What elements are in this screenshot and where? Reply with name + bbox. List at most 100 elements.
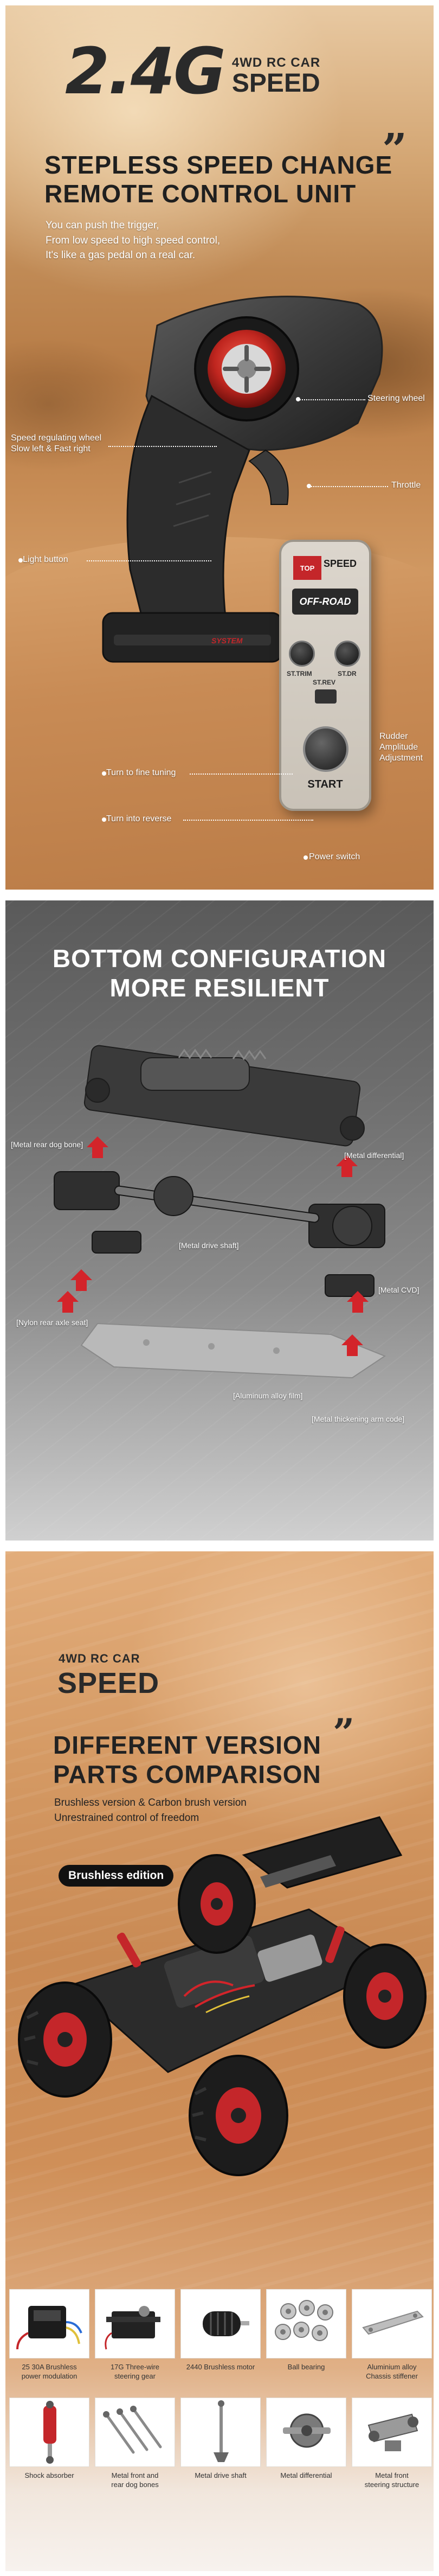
section2-title: BOTTOM CONFIGURATION MORE RESILIENT	[5, 944, 434, 1003]
callout-speed-wheel: Speed regulating wheel Slow left & Fast …	[11, 433, 101, 455]
part-steering-gear: 17G Three-wire steering gear	[93, 2289, 177, 2381]
stiffener-image	[352, 2289, 432, 2358]
part-caption: Metal drive shaft	[179, 2471, 262, 2481]
part-brushless-motor: 2440 Brushless motor	[179, 2289, 262, 2372]
section3-speed-word: SPEED	[57, 1667, 160, 1699]
callout-reverse: Turn into reverse	[106, 814, 172, 823]
callout-line	[190, 774, 293, 775]
callout-dot	[102, 771, 106, 776]
speed-wheel-line-2: Slow left & Fast right	[11, 444, 91, 453]
rudder-line-1: Rudder	[379, 732, 408, 741]
callout-rudder: Rudder Amplitude Adjustment	[379, 731, 423, 764]
servo-image	[95, 2289, 175, 2358]
start-power-button	[303, 726, 348, 772]
quote-mark-icon: ”	[333, 1710, 355, 1755]
dog-bones-image	[95, 2398, 175, 2467]
reverse-switch	[315, 689, 337, 704]
part-ball-bearing: Ball bearing	[264, 2289, 348, 2372]
section3-headline: DIFFERENT VERSION PARTS COMPARISON	[53, 1730, 321, 1789]
label-nylon-rear-axle-seat: [Nylon rear axle seat]	[16, 1318, 88, 1327]
label-metal-drive-shaft: [Metal drive shaft]	[179, 1241, 239, 1250]
section1-headline: STEPLESS SPEED CHANGE REMOTE CONTROL UNI…	[44, 151, 392, 208]
caption-line-1: 2440 Brushless motor	[186, 2363, 255, 2371]
part-steering-structure: Metal front steering structure	[350, 2398, 434, 2490]
part-caption: Metal differential	[264, 2471, 348, 2481]
esc-image	[9, 2289, 89, 2358]
callout-fine-tuning: Turn to fine tuning	[106, 768, 176, 777]
caption-line-1: Ball bearing	[287, 2363, 325, 2371]
hero-title: 2.4G 4WD RC CAR SPEED	[65, 39, 320, 103]
callout-dot	[18, 558, 23, 562]
caption-line-1: Metal front	[375, 2471, 409, 2479]
bearing-image	[266, 2289, 346, 2358]
hero-subtitle: 4WD RC CAR	[231, 55, 321, 70]
caption-line-2: steering gear	[114, 2372, 156, 2380]
caption-line-2: rear dog bones	[111, 2480, 159, 2489]
part-dog-bones: Metal front and rear dog bones	[93, 2398, 177, 2490]
part-differential: Metal differential	[264, 2398, 348, 2481]
section3-head-line-1: DIFFERENT VERSION	[53, 1731, 321, 1759]
caption-line-1: Aluminium alloy	[367, 2363, 417, 2371]
shock-absorber-icon	[43, 2401, 56, 2464]
differential-image	[266, 2398, 346, 2467]
offroad-badge: OFF-ROAD	[292, 589, 358, 615]
section3-head-line-2: PARTS COMPARISON	[53, 1760, 321, 1789]
rudder-line-3: Adjustment	[379, 753, 423, 763]
label-metal-thickening-arm-code: [Metal thickening arm code]	[312, 1415, 405, 1423]
caption-line-1: 17G Three-wire	[110, 2363, 160, 2371]
callout-line	[108, 446, 217, 447]
callout-dot	[304, 855, 308, 860]
caption-line-1: Metal differential	[280, 2471, 332, 2479]
callout-line	[183, 820, 313, 821]
stiffener-icon	[362, 2310, 424, 2335]
section3-desc-line-2: Unrestrained control of freedom	[54, 1812, 199, 1824]
rc-car-illustration	[18, 1816, 427, 2176]
section1-description: You can push the trigger, From low speed…	[46, 218, 220, 263]
callout-light-button: Light button	[23, 555, 68, 564]
motor-icon	[203, 2311, 249, 2336]
part-caption: Metal front steering structure	[350, 2471, 434, 2490]
callout-line	[298, 399, 365, 400]
drive-shaft-image	[180, 2398, 261, 2467]
caption-line-2: Chassis stiffener	[366, 2372, 418, 2380]
bearing-icon	[275, 2300, 333, 2341]
red-arrow-icons	[57, 1136, 369, 1356]
exploded-chassis-illustration	[54, 1045, 386, 1379]
part-caption: Shock absorber	[8, 2471, 91, 2481]
headline-line-1: STEPLESS SPEED CHANGE	[44, 151, 393, 179]
callout-steering-wheel: Steering wheel	[367, 394, 425, 403]
section3-desc-line-1: Brushless version & Carbon brush version	[54, 1797, 247, 1808]
system-label: SYSTEM	[211, 636, 243, 645]
caption-line-1: 25 30A Brushless	[22, 2363, 77, 2371]
callout-dot	[307, 484, 311, 488]
label-metal-differential: [Metal differential]	[344, 1151, 404, 1160]
dog-bone-icon	[103, 2406, 162, 2454]
part-brushless-esc: 25 30A Brushless power modulation	[8, 2289, 91, 2381]
hero-speed-word: SPEED	[231, 69, 320, 98]
caption-line-1: Metal drive shaft	[195, 2471, 247, 2479]
label-rear-dog-bone: [Metal rear dog bone]	[11, 1140, 83, 1149]
logo-red-block: TOP	[293, 556, 321, 580]
section3-description: Brushless version & Carbon brush version…	[54, 1795, 247, 1825]
st-trim-label: ST.TRIM	[287, 670, 312, 677]
section2-title-line-2: MORE RESILIENT	[109, 974, 330, 1002]
esc-icon	[16, 2306, 82, 2350]
part-drive-shaft: Metal drive shaft	[179, 2398, 262, 2481]
speed-wheel-line-1: Speed regulating wheel	[11, 433, 102, 443]
steering-structure-image	[352, 2398, 432, 2467]
remote-control-section: 2.4G 4WD RC CAR SPEED ” STEPLESS SPEED C…	[5, 5, 434, 890]
steering-structure-icon	[367, 2413, 418, 2451]
label-aluminum-alloy-film: [Aluminum alloy film]	[233, 1391, 303, 1400]
st-dr-label: ST.DR	[338, 670, 357, 677]
part-caption: Ball bearing	[264, 2363, 348, 2372]
servo-icon	[105, 2306, 160, 2350]
desc-line-2: From low speed to high speed control,	[46, 234, 221, 246]
trim-knob-left	[289, 641, 315, 667]
callout-power-switch: Power switch	[309, 852, 360, 861]
part-caption: Aluminium alloy Chassis stiffener	[350, 2363, 434, 2381]
part-caption: Metal front and rear dog bones	[93, 2471, 177, 2490]
hero-side-text: 4WD RC CAR SPEED	[232, 55, 320, 97]
part-caption: 2440 Brushless motor	[179, 2363, 262, 2372]
brushless-edition-badge: Brushless edition	[59, 1865, 174, 1887]
callout-line	[309, 486, 388, 487]
